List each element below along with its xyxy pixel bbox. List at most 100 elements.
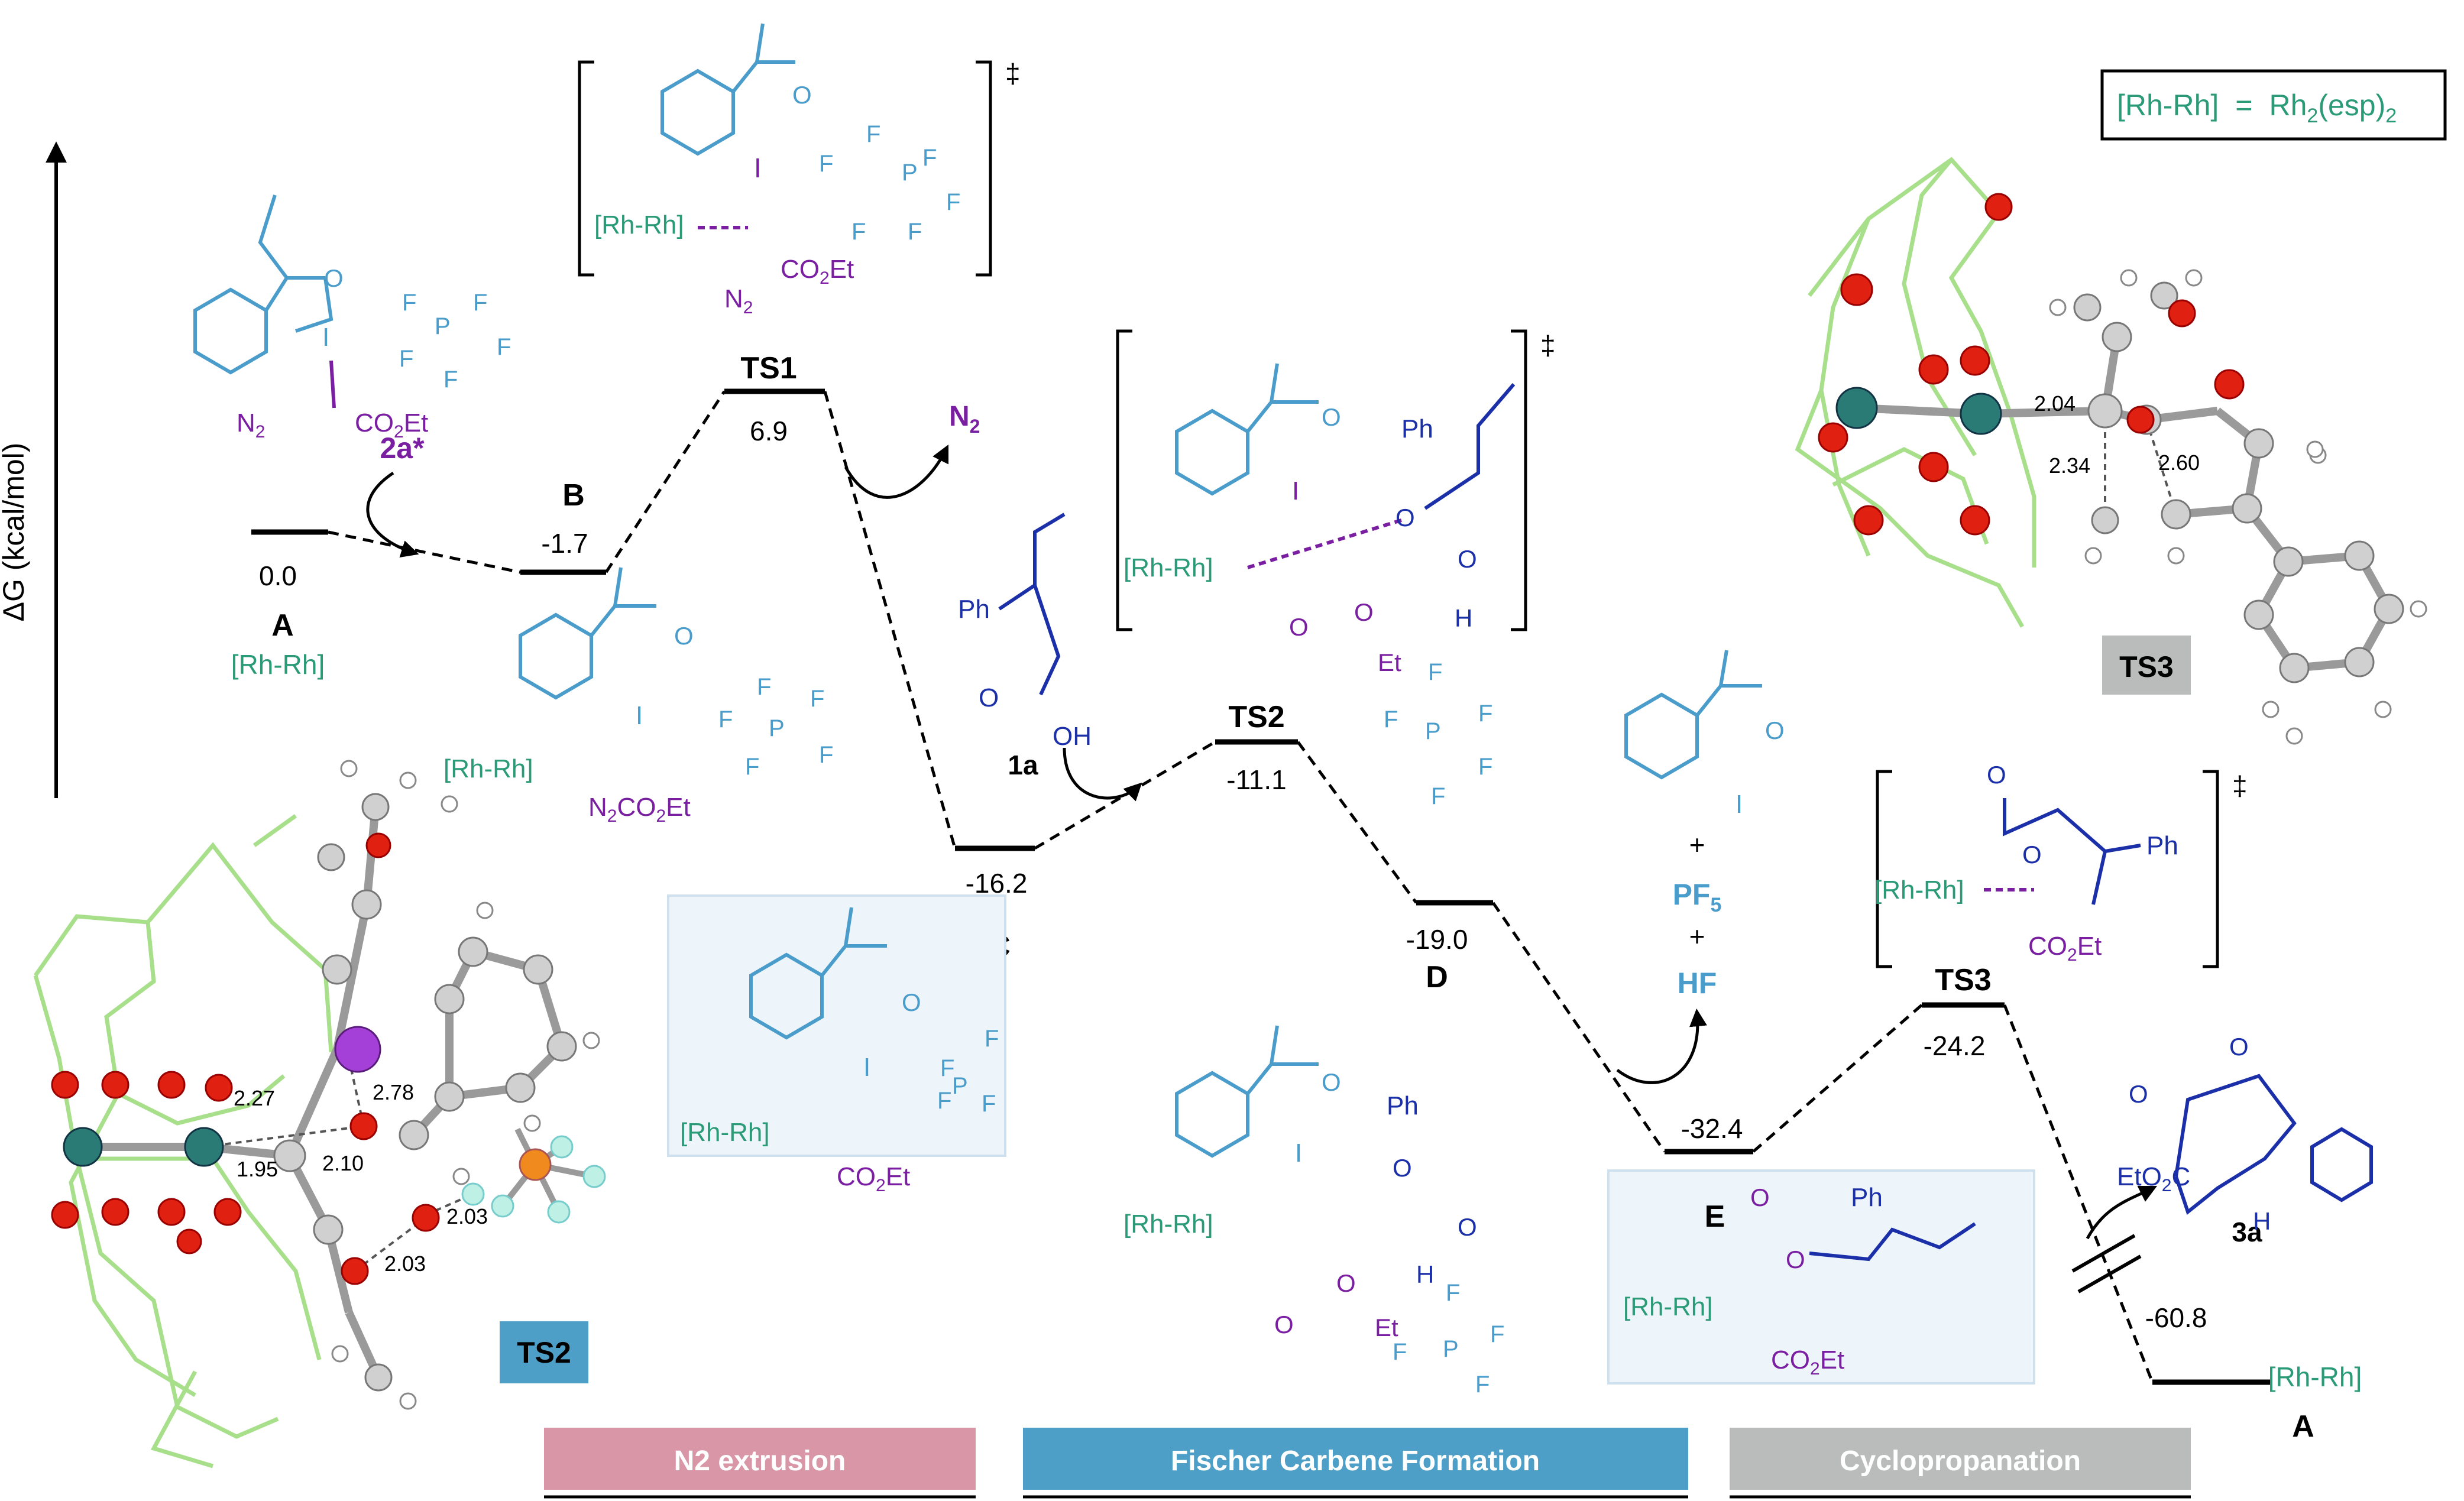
- svg-text:P: P: [1425, 718, 1441, 744]
- value-C: -16.2: [966, 868, 1028, 899]
- svg-text:F: F: [1478, 754, 1492, 780]
- svg-text:F: F: [922, 145, 937, 171]
- label-D: D: [1426, 960, 1448, 994]
- svg-text:H: H: [2253, 1207, 2271, 1235]
- svg-text:O: O: [1322, 403, 1341, 431]
- axis-break: [2071, 1234, 2136, 1273]
- svg-text:O: O: [1987, 761, 2006, 789]
- label-B: B: [562, 478, 585, 513]
- svg-text:O: O: [324, 264, 344, 292]
- svg-text:F: F: [745, 754, 759, 780]
- byproduct-pf5: PF5: [1673, 878, 1722, 916]
- svg-text:[Rh-Rh]: [Rh-Rh]: [680, 1118, 770, 1147]
- svg-text:F: F: [982, 1091, 996, 1117]
- svg-text:[Rh-Rh]: [Rh-Rh]: [1874, 876, 1964, 905]
- value-TS2: -11.1: [1226, 764, 1286, 795]
- svg-text:[Rh-Rh]: [Rh-Rh]: [594, 210, 684, 239]
- label-E: E: [1705, 1199, 1725, 1234]
- svg-text:P: P: [435, 313, 451, 339]
- svg-text:O: O: [1750, 1184, 1770, 1211]
- ts3-distance: 2.34: [2049, 453, 2090, 478]
- svg-text:I: I: [1736, 790, 1743, 819]
- svg-text:CO2Et: CO2Et: [355, 409, 428, 442]
- n2-label: N2: [949, 401, 980, 437]
- svg-text:F: F: [946, 189, 960, 215]
- svg-text:CO2Et: CO2Et: [1771, 1346, 1844, 1379]
- svg-text:N2CO2Et: N2CO2Et: [588, 793, 691, 826]
- arrow-2a-to-B: [366, 471, 419, 558]
- stage-banner-n2: [544, 1428, 976, 1490]
- structure-1a: Ph O OH: [958, 513, 1092, 751]
- svg-text:O: O: [1765, 717, 1785, 744]
- ts2-tag-label: TS2: [517, 1336, 571, 1369]
- svg-text:P: P: [1443, 1336, 1459, 1362]
- svg-text:F: F: [819, 742, 833, 768]
- value-D: -19.0: [1406, 924, 1468, 955]
- reagent-label: 2a*: [380, 432, 425, 465]
- svg-text:F: F: [757, 674, 771, 700]
- svg-text:F: F: [851, 219, 866, 245]
- svg-text:O: O: [1458, 1213, 1477, 1241]
- svg-text:O: O: [1274, 1311, 1294, 1338]
- svg-text:F: F: [810, 686, 824, 712]
- svg-text:O: O: [902, 988, 921, 1016]
- ts2-bracket: [1116, 329, 1527, 631]
- svg-text:O: O: [1322, 1068, 1341, 1096]
- ts3-3d-model: 2.04 2.34 2.60 TS3: [1795, 157, 2427, 745]
- svg-text:H: H: [1455, 604, 1472, 632]
- structure-D: O I [Rh-Rh] O Ph O H O O Et P FF FF: [1123, 1025, 1504, 1398]
- ts2-distance: 2.10: [322, 1151, 364, 1175]
- svg-text:P: P: [952, 1073, 968, 1099]
- svg-text:O: O: [1458, 545, 1477, 573]
- value-E: -32.4: [1681, 1113, 1743, 1144]
- svg-text:Et: Et: [1375, 1314, 1398, 1341]
- svg-text:I: I: [322, 323, 329, 352]
- ts2-distance: 2.03: [446, 1204, 488, 1228]
- svg-text:F: F: [819, 151, 833, 177]
- svg-text:I: I: [754, 153, 762, 183]
- stage-label-fischer: Fischer Carbene Formation: [1171, 1445, 1540, 1477]
- svg-text:I: I: [1295, 1139, 1302, 1168]
- connector: [823, 391, 957, 849]
- svg-text:O: O: [674, 622, 694, 650]
- structure-ts3: O O Ph [Rh-Rh] CO2Et: [1874, 761, 2178, 965]
- ts2-distance: 2.03: [384, 1252, 426, 1276]
- svg-text:O: O: [792, 81, 812, 109]
- value-A: 0.0: [259, 560, 297, 591]
- sub-A: [Rh-Rh]: [231, 649, 325, 680]
- stage-banner-cyclopropanation: [1730, 1428, 2191, 1490]
- svg-text:O: O: [2022, 841, 2042, 868]
- label-A-end: A: [2292, 1409, 2314, 1444]
- svg-text:F: F: [497, 334, 511, 360]
- ts3-bracket: [1876, 770, 2219, 968]
- product-label: 3a: [2232, 1217, 2262, 1247]
- structure-B: O I FF P FF F [Rh-Rh] N2CO2Et: [443, 567, 833, 826]
- svg-text:F: F: [473, 290, 487, 316]
- svg-text:O: O: [1393, 1154, 1412, 1182]
- svg-text:Ph: Ph: [958, 595, 990, 624]
- svg-text:F: F: [399, 346, 413, 372]
- svg-text:O: O: [1289, 613, 1309, 641]
- box-E: [1607, 1169, 2035, 1385]
- stage-label-n2: N2 extrusion: [674, 1445, 846, 1477]
- ts3-dagger: ‡: [2232, 770, 2248, 801]
- svg-text:F: F: [1428, 659, 1442, 685]
- svg-text:O: O: [1354, 598, 1374, 626]
- structure-aryl-iodide: O I: [1624, 650, 1785, 819]
- ts2-dagger: ‡: [1540, 330, 1556, 361]
- svg-text:[Rh-Rh]: [Rh-Rh]: [443, 754, 533, 783]
- acid-label: 1a: [1008, 750, 1038, 780]
- svg-text:F: F: [1490, 1321, 1504, 1347]
- svg-text:F: F: [908, 219, 922, 245]
- svg-text:[Rh-Rh]: [Rh-Rh]: [1123, 1210, 1213, 1239]
- svg-text:Ph: Ph: [1851, 1183, 1883, 1212]
- byproduct-plus: +: [1689, 921, 1705, 952]
- ts3-tag-label: TS3: [2119, 650, 2174, 683]
- value-TS1: 6.9: [750, 416, 788, 446]
- axis-break: [2077, 1254, 2142, 1293]
- svg-text:F: F: [1475, 1372, 1490, 1398]
